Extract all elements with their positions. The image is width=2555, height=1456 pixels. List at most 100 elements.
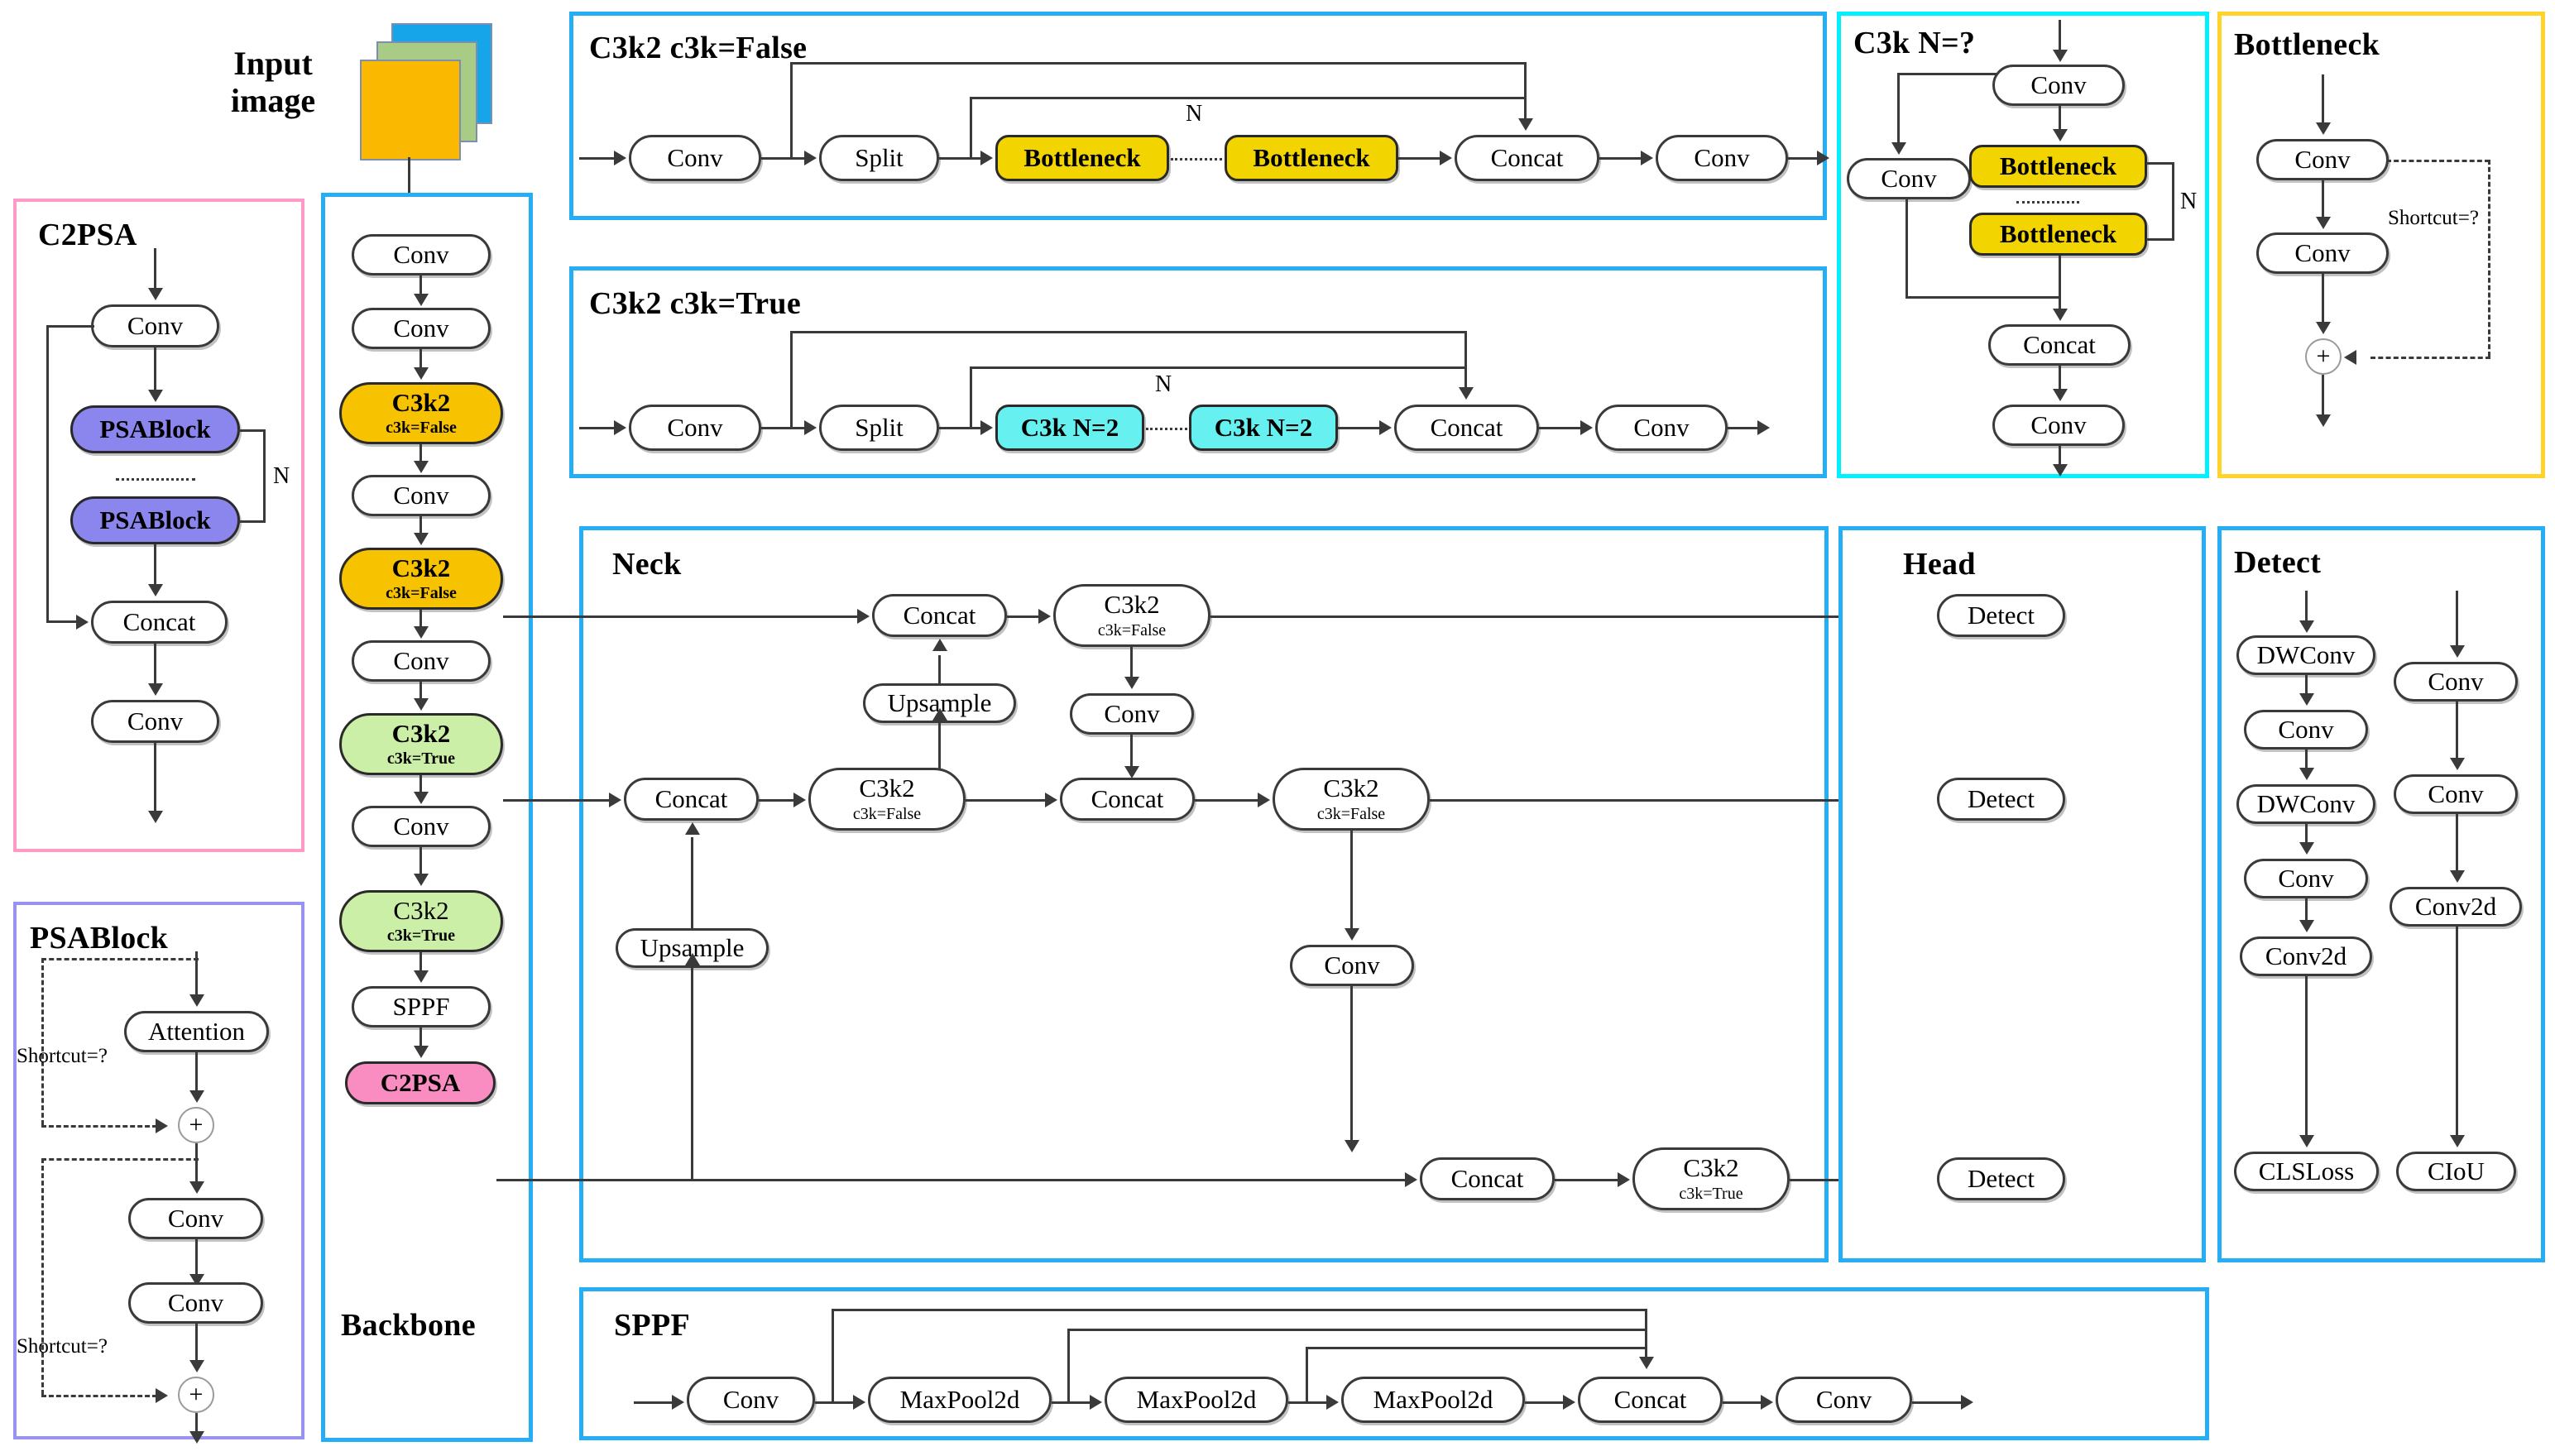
c3k2f-arrow-4 <box>1641 151 1653 165</box>
neck-in-mid-arrow <box>609 793 621 807</box>
c3k-node-conv-out[interactable]: Conv <box>1992 405 2125 446</box>
c3k2f-node-conv-2[interactable]: Conv <box>1656 135 1788 181</box>
node-label: C3k2 <box>859 774 915 803</box>
sppf-node-concat[interactable]: Concat <box>1578 1377 1723 1423</box>
c3k2t-arrow-2 <box>980 420 993 435</box>
neck-node-upsample-bot[interactable]: Upsample <box>616 928 769 968</box>
detect-cls-node-1[interactable]: Conv <box>2244 710 2368 750</box>
psablock-node-add-2[interactable]: + <box>178 1377 214 1413</box>
c2psa-node-conv-2[interactable]: Conv <box>91 700 219 743</box>
c2psa-node-concat[interactable]: Concat <box>91 601 228 644</box>
bottleneck-node-conv-2[interactable]: Conv <box>2256 232 2389 274</box>
backbone-node-1[interactable]: Conv <box>352 308 491 349</box>
node-label: Conv <box>722 1384 779 1414</box>
backbone-node-0[interactable]: Conv <box>352 234 491 275</box>
sppf-node-maxpool-1[interactable]: MaxPool2d <box>868 1377 1052 1423</box>
head-node-detect-1[interactable]: Detect <box>1937 594 2065 637</box>
c3k-node-bottleneck-2[interactable]: Bottleneck <box>1969 213 2147 256</box>
bottleneck-arrow-1 <box>2316 217 2331 229</box>
c3k2t-skip2-h <box>970 366 1467 369</box>
backbone-node-9[interactable]: SPPF <box>352 986 491 1027</box>
detect-cls-node-4[interactable]: Conv2d <box>2240 936 2372 976</box>
backbone-node-5[interactable]: Conv <box>352 640 491 682</box>
backbone-node-2[interactable]: C3k2 c3k=False <box>339 382 503 444</box>
c3k-repeat-bot-h <box>2146 238 2174 241</box>
c3k-node-conv-left[interactable]: Conv <box>1847 158 1971 199</box>
node-label: Conv <box>393 811 449 841</box>
neck-mid-line-3 <box>1195 799 1259 802</box>
sppf-node-conv-2[interactable]: Conv <box>1776 1377 1912 1423</box>
neck-node-conv-bot[interactable]: Conv <box>1290 945 1414 986</box>
c3k2f-node-conv-1[interactable]: Conv <box>629 135 761 181</box>
sppf-node-maxpool-3[interactable]: MaxPool2d <box>1341 1377 1525 1423</box>
bottleneck-node-add[interactable]: + <box>2305 338 2342 375</box>
c3k2t-node-c3k-2[interactable]: C3k N=2 <box>1189 405 1338 451</box>
neck-node-c3k2-mid-right[interactable]: C3k2 c3k=False <box>1273 768 1430 831</box>
detect-cls-node-0[interactable]: DWConv <box>2236 635 2375 675</box>
detect-cls-node-5[interactable]: CLSLoss <box>2234 1152 2379 1191</box>
c2psa-node-psablock-1[interactable]: PSABlock <box>70 405 240 453</box>
psablock-node-conv-2[interactable]: Conv <box>128 1282 263 1324</box>
c3k2t-node-conv-1[interactable]: Conv <box>629 405 761 451</box>
detect-cls-node-3[interactable]: Conv <box>2244 859 2368 898</box>
c3k-in-arrow <box>2053 50 2068 62</box>
c3k2f-node-split[interactable]: Split <box>819 135 939 181</box>
c3k2t-skip1-h <box>790 331 1467 333</box>
neck-node-upsample-top[interactable]: Upsample <box>863 683 1016 723</box>
c2psa-node-psablock-2[interactable]: PSABlock <box>70 496 240 544</box>
node-label: Bottleneck <box>1999 218 2117 248</box>
sppf-out-arrow <box>1961 1395 1973 1410</box>
c2psa-node-conv-1[interactable]: Conv <box>91 304 219 347</box>
c3k2t-in-arrow <box>614 420 626 435</box>
neck-node-concat-mid[interactable]: Concat <box>1060 778 1195 821</box>
backbone-node-10[interactable]: C2PSA <box>345 1061 496 1104</box>
c3k2t-out-line <box>1728 427 1764 429</box>
c3k2f-skip1-h <box>790 62 1527 65</box>
psablock-node-add-1[interactable]: + <box>178 1107 214 1143</box>
c3k2t-line-2 <box>939 427 982 429</box>
detect-box-node-3[interactable]: CIoU <box>2396 1152 2516 1191</box>
backbone-node-6[interactable]: C3k2 c3k=True <box>339 713 503 775</box>
c3k2t-node-c3k-1[interactable]: C3k N=2 <box>995 405 1144 451</box>
sppf-node-maxpool-2[interactable]: MaxPool2d <box>1105 1377 1288 1423</box>
bottleneck-node-conv-1[interactable]: Conv <box>2256 139 2389 180</box>
backbone-node-8[interactable]: C3k2 c3k=True <box>339 890 503 952</box>
neck-node-concat-bot[interactable]: Concat <box>1420 1157 1555 1200</box>
head-node-detect-3[interactable]: Detect <box>1937 1157 2065 1200</box>
neck-node-concat-mid-left[interactable]: Concat <box>624 778 759 821</box>
backbone-node-7[interactable]: Conv <box>352 806 491 847</box>
c3k2t-node-concat[interactable]: Concat <box>1394 405 1539 451</box>
c3k2t-node-conv-2[interactable]: Conv <box>1595 405 1728 451</box>
c3k2t-node-split[interactable]: Split <box>819 405 939 451</box>
neck-node-concat-top[interactable]: Concat <box>872 594 1007 637</box>
psablock-shortcut2-v <box>41 1158 44 1395</box>
c3k-node-conv-top[interactable]: Conv <box>1992 65 2125 106</box>
neck-bot-line-1 <box>1555 1179 1619 1181</box>
detect-box-node-0[interactable]: Conv <box>2394 662 2518 702</box>
c3k2f-line-1 <box>761 157 806 160</box>
neck-node-c3k2-bot[interactable]: C3k2 c3k=True <box>1632 1147 1790 1210</box>
head-node-detect-2[interactable]: Detect <box>1937 778 2065 821</box>
neck-node-c3k2-top[interactable]: C3k2 c3k=False <box>1053 584 1210 647</box>
psablock-line-1 <box>195 1052 198 1094</box>
node-label: Conv <box>667 412 723 442</box>
detect-cls-node-2[interactable]: DWConv <box>2236 784 2375 824</box>
backbone-node-4[interactable]: C3k2 c3k=False <box>339 548 503 610</box>
c3k2f-node-bottleneck-1[interactable]: Bottleneck <box>995 135 1169 181</box>
detect-box-node-2[interactable]: Conv2d <box>2390 887 2522 927</box>
psablock-node-conv-1[interactable]: Conv <box>128 1198 263 1239</box>
c3k2f-node-concat[interactable]: Concat <box>1455 135 1599 181</box>
c3k-node-bottleneck-1[interactable]: Bottleneck <box>1969 145 2147 188</box>
c3k-node-concat[interactable]: Concat <box>1988 324 2131 366</box>
psablock-node-attention[interactable]: Attention <box>124 1011 269 1052</box>
backbone-node-3[interactable]: Conv <box>352 475 491 516</box>
panel-psablock <box>13 902 304 1439</box>
neck-node-conv-top[interactable]: Conv <box>1070 693 1194 735</box>
sppf-node-conv-1[interactable]: Conv <box>687 1377 815 1423</box>
detect-box-node-1[interactable]: Conv <box>2394 774 2518 814</box>
c3k2f-arrow-1 <box>804 151 817 165</box>
panel-head-title: Head <box>1903 547 1976 582</box>
neck-node-c3k2-mid-left[interactable]: C3k2 c3k=False <box>808 768 966 831</box>
node-label: Detect <box>1968 783 2035 813</box>
c3k2f-node-bottleneck-2[interactable]: Bottleneck <box>1225 135 1398 181</box>
